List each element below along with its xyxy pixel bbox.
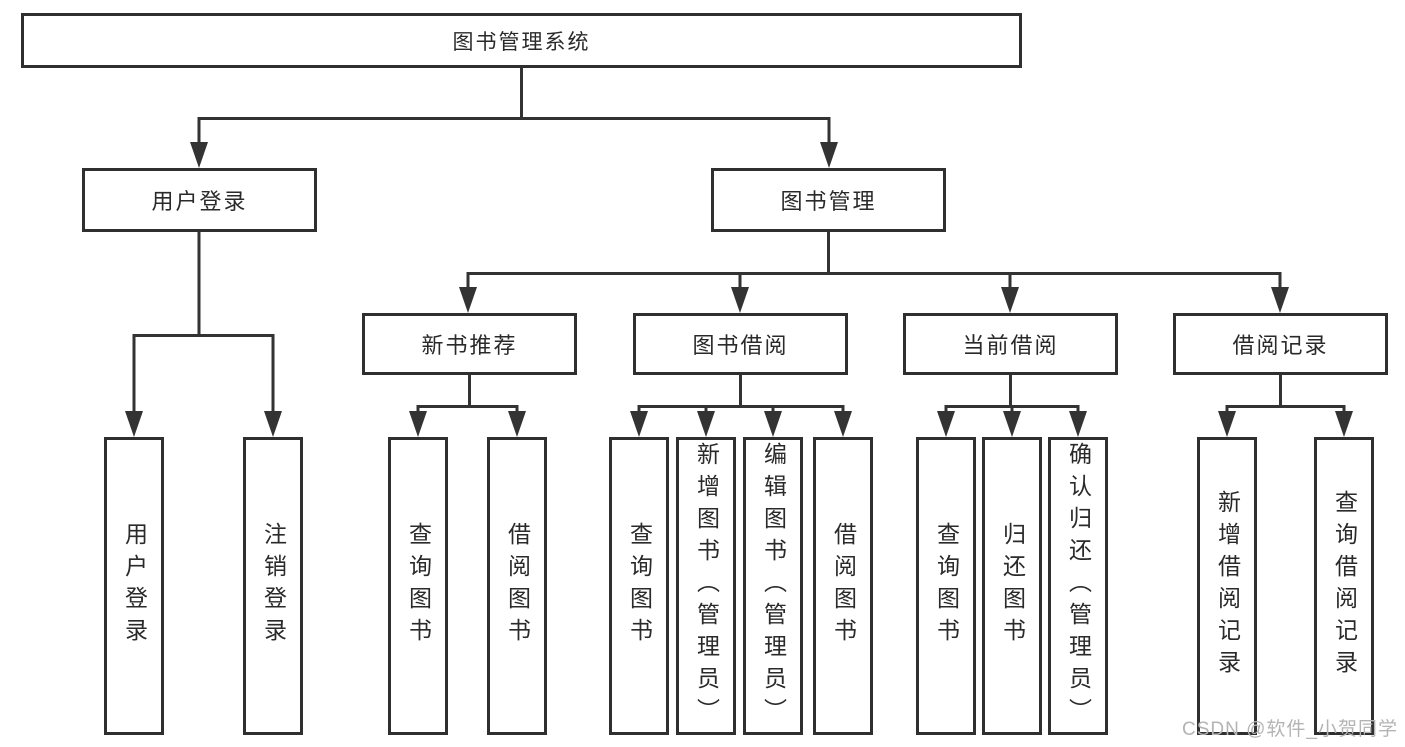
node-root-label: 图书管理系统 (452, 30, 591, 54)
arrow-down-icon (1001, 287, 1019, 313)
arrow-down-icon (1218, 411, 1236, 437)
leaf-records-query-borrow-record: 查询借阅记录 (1314, 437, 1374, 735)
arrow-down-icon (264, 411, 282, 437)
leaf-borrow-query-books-label: 查询图书 (626, 522, 653, 650)
connector-sec4-frame (1225, 405, 1346, 416)
arrow-down-icon (1335, 411, 1353, 437)
arrow-down-icon (697, 411, 715, 437)
node-book-management-branch-label: 图书管理 (780, 189, 877, 214)
arrow-down-icon (125, 411, 143, 437)
leaf-borrow-borrow-books: 借阅图书 (813, 437, 873, 735)
arrow-down-icon (190, 142, 208, 168)
arrow-down-icon (508, 411, 526, 437)
node-book-borrow-label: 图书借阅 (692, 333, 789, 358)
arrow-down-icon (409, 411, 427, 437)
leaf-borrow-add-books-admin-label: 新增图书（管理员） (693, 442, 720, 730)
node-book-borrow: 图书借阅 (633, 313, 848, 375)
node-user-login-branch: 用户登录 (82, 168, 317, 232)
watermark-text: CSDN @软件_小贺同学 (1182, 719, 1398, 740)
arrow-down-icon (630, 411, 648, 437)
leaf-current-query-books-label: 查询图书 (933, 522, 960, 650)
node-current-borrow-label: 当前借阅 (962, 333, 1059, 358)
leaf-records-query-borrow-record-label: 查询借阅记录 (1331, 490, 1358, 682)
arrow-down-icon (1069, 411, 1087, 437)
connector-sec2-frame (637, 405, 845, 416)
leaf-current-confirm-return-admin: 确认归还（管理员） (1048, 437, 1108, 735)
leaf-records-add-borrow-record: 新增借阅记录 (1197, 437, 1257, 735)
leaf-current-return-books-label: 归还图书 (999, 522, 1026, 650)
leaf-current-return-books: 归还图书 (982, 437, 1042, 735)
arrow-down-icon (1271, 287, 1289, 313)
leaf-recommend-query-books-label: 查询图书 (405, 522, 432, 650)
leaf-current-query-books: 查询图书 (916, 437, 976, 735)
arrow-down-icon (764, 411, 782, 437)
node-current-borrow: 当前借阅 (903, 313, 1118, 375)
arrow-down-icon (731, 287, 749, 313)
connector-level2-frame (197, 117, 831, 147)
leaf-user-login-label: 用户登录 (121, 522, 148, 650)
arrow-down-icon (459, 287, 477, 313)
leaf-recommend-query-books: 查询图书 (388, 437, 448, 735)
leaf-borrow-borrow-books-label: 借阅图书 (830, 522, 857, 650)
leaf-recommend-borrow-books-label: 借阅图书 (504, 522, 531, 650)
leaf-recommend-borrow-books: 借阅图书 (487, 437, 547, 735)
node-new-book-recommend: 新书推荐 (362, 313, 577, 375)
node-borrow-records-label: 借阅记录 (1232, 333, 1329, 358)
node-root: 图书管理系统 (21, 13, 1022, 68)
leaf-records-add-borrow-record-label: 新增借阅记录 (1214, 490, 1241, 682)
leaf-logout-label: 注销登录 (260, 522, 287, 650)
arrow-down-icon (1003, 411, 1021, 437)
arrowheads (125, 142, 1353, 437)
connector-level3-frame (466, 272, 1282, 292)
leaf-borrow-edit-books-admin-label: 编辑图书（管理员） (760, 442, 787, 730)
arrow-down-icon (834, 411, 852, 437)
arrow-down-icon (937, 411, 955, 437)
node-user-login-branch-label: 用户登录 (151, 189, 248, 214)
leaf-borrow-edit-books-admin: 编辑图书（管理员） (743, 437, 803, 735)
leaf-borrow-add-books-admin: 新增图书（管理员） (676, 437, 736, 735)
connector-user-frame (132, 334, 275, 416)
leaf-logout: 注销登录 (243, 437, 303, 735)
node-new-book-recommend-label: 新书推荐 (421, 333, 518, 358)
node-book-management-branch: 图书管理 (711, 168, 946, 232)
arrow-down-icon (820, 142, 838, 168)
leaf-user-login: 用户登录 (104, 437, 164, 735)
connector-sec1-frame (416, 405, 519, 416)
leaf-current-confirm-return-admin-label: 确认归还（管理员） (1065, 442, 1092, 730)
node-borrow-records: 借阅记录 (1173, 313, 1388, 375)
leaf-borrow-query-books: 查询图书 (609, 437, 669, 735)
